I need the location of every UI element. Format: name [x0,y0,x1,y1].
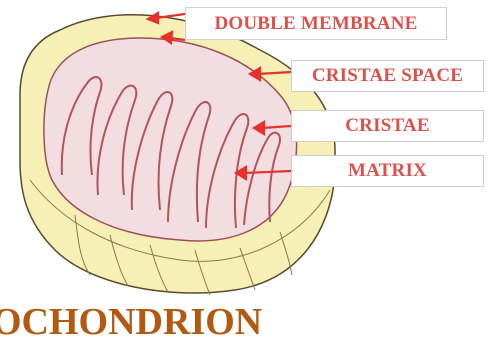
label-cristae: CRISTAE [291,110,484,142]
label-matrix: MATRIX [291,155,484,187]
label-cristae-space: CRISTAE SPACE [291,60,484,92]
label-double-membrane: DOUBLE MEMBRANE [185,7,447,40]
diagram-title: OCHONDRION [0,300,262,344]
